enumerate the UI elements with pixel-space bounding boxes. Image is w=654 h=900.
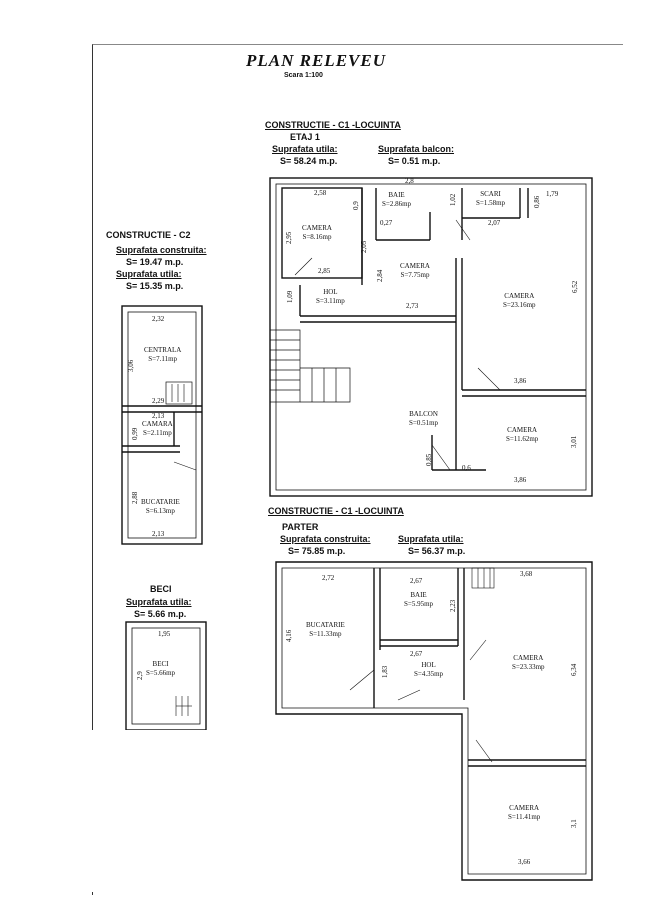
dimension-label: 3,06 bbox=[127, 359, 135, 372]
dimension-label: 2,95 bbox=[285, 231, 293, 244]
dimension-label: 0,99 bbox=[131, 427, 139, 440]
dimension-label: 1,79 bbox=[546, 190, 559, 198]
parter-outer-wall bbox=[275, 561, 593, 881]
dimension-label: 3,86 bbox=[514, 377, 527, 385]
redaction-block bbox=[92, 730, 244, 892]
dimension-label: 4,16 bbox=[285, 629, 293, 642]
dimension-label: 2,9 bbox=[136, 671, 144, 680]
dimension-label: 2,73 bbox=[406, 302, 419, 310]
dimension-label: 0,86 bbox=[533, 195, 541, 208]
c2-useful-label: Suprafata utila: bbox=[116, 269, 182, 279]
dimension-label: 0,9 bbox=[352, 201, 360, 210]
dimension-label: 0,85 bbox=[425, 453, 433, 466]
plan-title: PLAN RELEVEU bbox=[246, 51, 386, 70]
etaj-title: CONSTRUCTIE - C1 -LOCUINTA bbox=[265, 120, 401, 130]
dimension-label: 2,85 bbox=[318, 267, 331, 275]
parter-level: PARTER bbox=[282, 522, 319, 532]
redaction-block bbox=[96, 52, 232, 92]
etaj-outer-wall bbox=[269, 177, 593, 497]
c2-built-value: S= 19.47 m.p. bbox=[126, 257, 184, 267]
dimension-label: 2,29 bbox=[152, 397, 165, 405]
dimension-label: 2,58 bbox=[314, 189, 327, 197]
parter-useful-value: S= 56.37 m.p. bbox=[408, 546, 466, 556]
dimension-label: 3,68 bbox=[520, 570, 533, 578]
beci-title: BECI bbox=[150, 584, 172, 594]
dimension-label: 2,8 bbox=[405, 177, 414, 185]
dimension-label: 1,02 bbox=[449, 193, 457, 206]
etaj-balcony-label: Suprafata balcon: bbox=[378, 144, 455, 154]
etaj-useful-value: S= 58.24 m.p. bbox=[280, 156, 338, 166]
parter-title: CONSTRUCTIE - C1 -LOCUINTA bbox=[268, 506, 404, 516]
dimension-label: 2,88 bbox=[131, 491, 139, 504]
dimension-label: 2,05 bbox=[360, 240, 368, 253]
dimension-label: 2,67 bbox=[410, 577, 423, 585]
dimension-label: 2,23 bbox=[449, 599, 457, 612]
parter-built-label: Suprafata construita: bbox=[280, 534, 371, 544]
etaj-balcony-value: S= 0.51 m.p. bbox=[388, 156, 441, 166]
dimension-label: 2,32 bbox=[152, 315, 165, 323]
dimension-label: 2,07 bbox=[488, 219, 501, 227]
dimension-label: 3,1 bbox=[570, 819, 578, 828]
dimension-label: 1,95 bbox=[158, 630, 171, 638]
dimension-label: 3,66 bbox=[518, 858, 531, 866]
dimension-label: 2,67 bbox=[410, 650, 423, 658]
paper-edge bbox=[92, 44, 623, 895]
parter-stairs bbox=[471, 567, 495, 589]
beci-useful-label: Suprafata utila: bbox=[126, 597, 192, 607]
dimension-label: 2,13 bbox=[152, 412, 165, 420]
parter-built-value: S= 75.85 m.p. bbox=[288, 546, 346, 556]
parter-useful-label: Suprafata utila: bbox=[398, 534, 464, 544]
dimension-label: 2,13 bbox=[152, 530, 165, 538]
c2-useful-value: S= 15.35 m.p. bbox=[126, 281, 184, 291]
dimension-label: 2,72 bbox=[322, 574, 335, 582]
etaj-useful-label: Suprafata utila: bbox=[272, 144, 338, 154]
etaj-stairs bbox=[270, 329, 351, 403]
dimension-label: 1,09 bbox=[286, 290, 294, 303]
dimension-label: 0,6 bbox=[462, 464, 471, 472]
dimension-label: 3,86 bbox=[514, 476, 527, 484]
dimension-label: 3,01 bbox=[570, 435, 578, 448]
beci-useful-value: S= 5.66 m.p. bbox=[134, 609, 187, 619]
etaj-level: ETAJ 1 bbox=[290, 132, 320, 142]
c2-built-label: Suprafata construita: bbox=[116, 245, 207, 255]
dimension-label: 6,34 bbox=[570, 663, 578, 676]
walls bbox=[121, 177, 593, 881]
dimension-label: 2,84 bbox=[376, 269, 384, 282]
c2-title: CONSTRUCTIE - C2 bbox=[106, 230, 191, 240]
plan-scale: Scara 1:100 bbox=[284, 72, 323, 79]
c2-outer-wall bbox=[121, 305, 203, 545]
dimension-label: 1,83 bbox=[381, 665, 389, 678]
redaction-block bbox=[240, 726, 460, 892]
redaction-block bbox=[422, 52, 618, 114]
dimension-label: 6,52 bbox=[571, 280, 579, 293]
dimension-label: 0,27 bbox=[380, 219, 393, 227]
